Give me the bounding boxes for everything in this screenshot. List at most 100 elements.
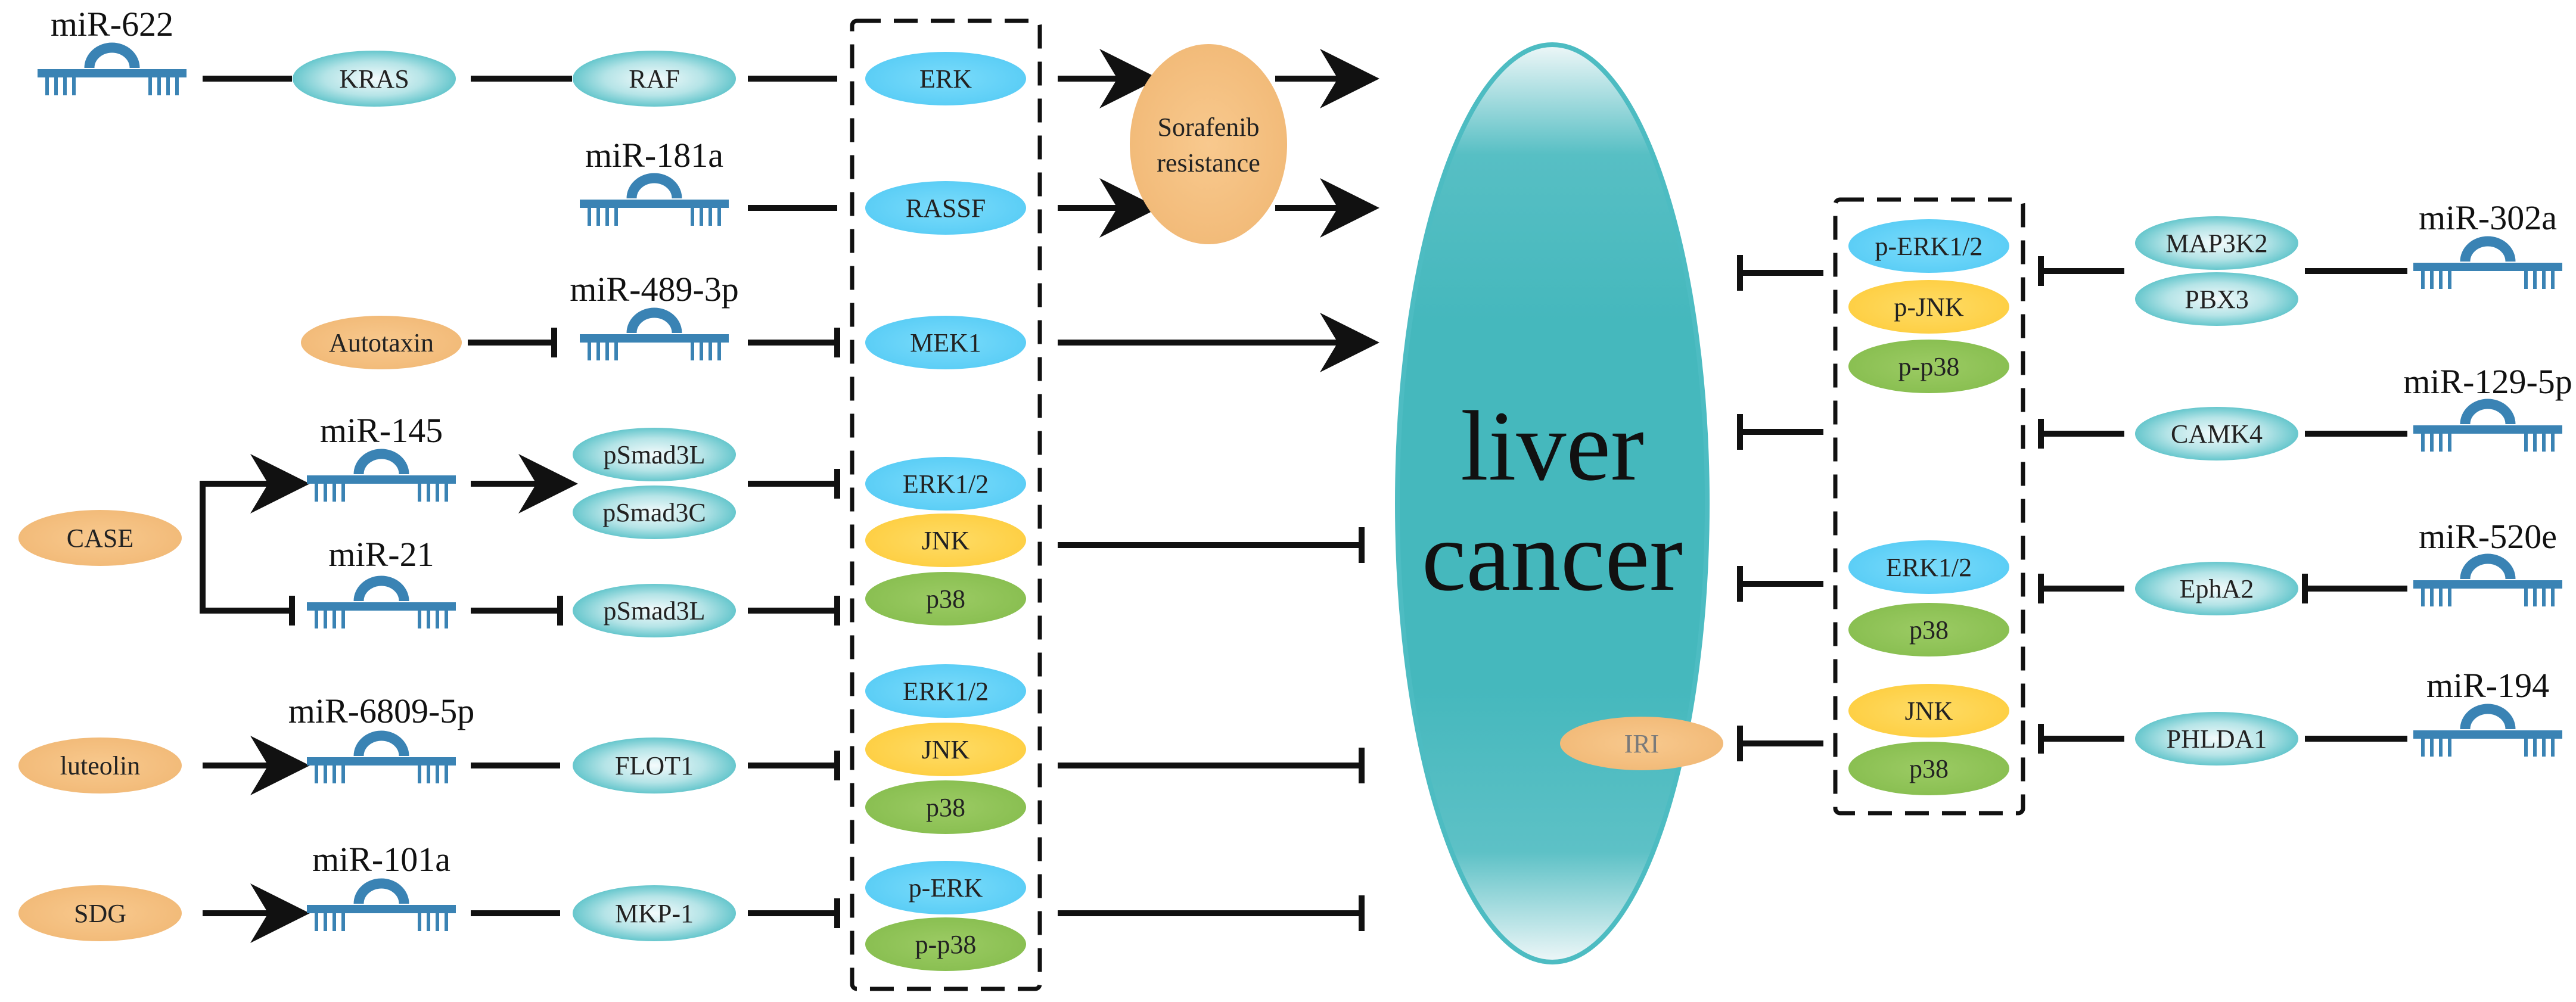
mirna-label: miR-129-5p	[2403, 362, 2572, 401]
mirna-hairpin-icon	[2413, 404, 2562, 452]
perk12-node: p-ERK1/2	[1848, 219, 2009, 273]
left-mapk-box	[850, 18, 1042, 991]
node-label: RAF	[629, 64, 680, 94]
epha2-node: EphA2	[2135, 562, 2298, 615]
mirna-label: miR-6809-5p	[288, 692, 475, 730]
node-label: MKP-1	[615, 899, 694, 928]
mirna-145: miR-145	[307, 411, 456, 502]
psmad3l-node-top: pSmad3L	[573, 428, 736, 481]
node-label: CASE	[67, 524, 133, 553]
rassf-node: RASSF	[865, 181, 1026, 235]
mirna-181a: miR-181a	[580, 136, 729, 226]
erk-node: ERK	[865, 52, 1026, 105]
mkp1-node: MKP-1	[573, 885, 736, 941]
node-label: ERK	[919, 64, 972, 94]
jnk-node-b: JNK	[865, 723, 1026, 776]
node-label: JNK	[922, 735, 970, 764]
jnk-node-a: JNK	[865, 514, 1026, 567]
erk12-node-a: ERK1/2	[865, 457, 1026, 511]
node-label: MAP3K2	[2165, 229, 2267, 258]
liver-cancer-label-line1: liver	[1461, 391, 1644, 502]
mirna-label: miR-302a	[2419, 198, 2557, 237]
node-label: p-p38	[915, 930, 977, 959]
erk12-node-right: ERK1/2	[1848, 540, 2009, 594]
mirna-hairpin-icon	[580, 178, 729, 226]
jnk-node-right: JNK	[1848, 684, 2009, 738]
node-label: MEK1	[910, 328, 981, 357]
case-node: CASE	[18, 510, 182, 566]
map3k2-node: MAP3K2	[2135, 216, 2298, 270]
pjnk-node: p-JNK	[1848, 280, 2009, 334]
luteolin-node: luteolin	[18, 738, 182, 793]
mirna-hairpin-icon	[307, 454, 456, 502]
mirna-hairpin-icon	[580, 313, 729, 360]
node-label: SDG	[74, 899, 126, 928]
mirna-101a: miR-101a	[307, 840, 456, 931]
node-label: p38	[926, 584, 965, 614]
p38-node-b: p38	[865, 780, 1026, 834]
mirna-hairpin-icon	[38, 48, 187, 95]
mirna-label: miR-181a	[585, 136, 723, 175]
node-label: JNK	[1905, 696, 1953, 726]
node-label: PBX3	[2185, 285, 2249, 314]
mirna-194: miR-194	[2413, 666, 2562, 757]
node-label: p-ERK	[909, 873, 983, 903]
mirna-6809-5p: miR-6809-5p	[288, 692, 475, 783]
mirna-129-5p: miR-129-5p	[2403, 362, 2572, 452]
phlda1-node: PHLDA1	[2135, 712, 2298, 765]
mirna-hairpin-icon	[2413, 241, 2562, 289]
node-label: pSmad3L	[603, 440, 705, 469]
sorafenib-label-line1: Sorafenib	[1157, 113, 1259, 142]
pbx3-node: PBX3	[2135, 272, 2298, 326]
node-label: p-ERK1/2	[1875, 232, 1983, 261]
mirna-label: miR-194	[2426, 666, 2549, 705]
node-label: p38	[1909, 615, 1949, 645]
node-label: p-JNK	[1894, 292, 1964, 322]
mirna-520e: miR-520e	[2413, 517, 2562, 606]
kras-node: KRAS	[293, 51, 456, 107]
liver-cancer-node: liver cancer	[1395, 42, 1710, 964]
mirna-label: miR-622	[51, 5, 173, 43]
node-label: IRI	[1624, 729, 1660, 758]
camk4-node: CAMK4	[2135, 407, 2298, 460]
sdg-node: SDG	[18, 885, 182, 941]
pp38-node-right: p-p38	[1848, 340, 2009, 393]
mirna-21: miR-21	[307, 535, 456, 628]
node-label: EphA2	[2180, 574, 2254, 603]
liver-cancer-label-line2: cancer	[1422, 501, 1683, 612]
node-label: PHLDA1	[2167, 724, 2267, 754]
autotaxin-node: Autotaxin	[301, 316, 462, 369]
node-label: CAMK4	[2171, 419, 2263, 449]
mirna-622: miR-622	[38, 5, 187, 95]
mirna-label: miR-489-3p	[570, 270, 739, 309]
node-label: RASSF	[906, 194, 986, 223]
node-label: JNK	[922, 526, 970, 555]
iri-node: IRI	[1560, 717, 1723, 770]
mek1-node: MEK1	[865, 316, 1026, 369]
node-label: FLOT1	[615, 751, 694, 780]
mirna-label: miR-520e	[2419, 517, 2557, 556]
right-mapk-box	[1833, 197, 2025, 816]
psmad3l-node-bottom: pSmad3L	[573, 584, 736, 637]
mirna-label: miR-145	[320, 411, 443, 450]
raf-node: RAF	[573, 51, 736, 107]
psmad3c-node: pSmad3C	[573, 486, 736, 539]
node-label: ERK1/2	[1886, 553, 1972, 582]
p38-node-right-b: p38	[1848, 742, 2009, 795]
node-label: luteolin	[60, 751, 140, 780]
erk12-node-b: ERK1/2	[865, 664, 1026, 718]
node-label: pSmad3C	[602, 498, 706, 527]
node-label: p38	[1909, 754, 1949, 783]
sorafenib-resistance-node: Sorafenib resistance	[1130, 44, 1287, 244]
mirna-302a: miR-302a	[2413, 198, 2562, 289]
mirna-489-3p: miR-489-3p	[570, 270, 739, 360]
mirna-label: miR-21	[328, 535, 434, 574]
node-label: Autotaxin	[329, 328, 434, 357]
node-label: pSmad3L	[603, 596, 705, 626]
mirna-hairpin-icon	[307, 736, 456, 783]
node-label: ERK1/2	[903, 677, 989, 706]
mirna-hairpin-icon	[307, 883, 456, 931]
node-label: KRAS	[339, 64, 409, 94]
node-label: p38	[926, 793, 965, 822]
